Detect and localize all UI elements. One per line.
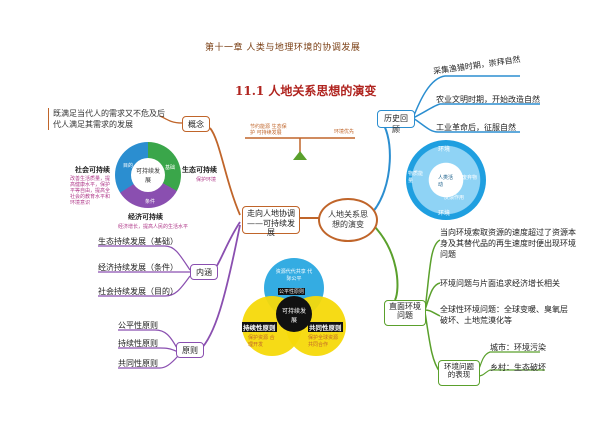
connotation-node: 内涵 (190, 264, 218, 280)
venn-left-label: 持续性原则 (242, 322, 277, 332)
wheel-social-note: 改善生活质量，提高健康水平，保护平等自由，提高全社会的教育水平和环境意识 (70, 176, 111, 206)
env-right: 废弃物 (462, 175, 478, 181)
issue-item-2: 环境问题与片面追求经济增长相关 (440, 279, 560, 288)
connotation-label: 内涵 (196, 268, 212, 277)
wheel-seg-condition: 条件 (145, 199, 156, 205)
concept-label: 概念 (188, 120, 204, 129)
history-node: 历史回顾 (377, 110, 415, 134)
issue-item-1: 当向环境索取资源的速度超过了资源本身及其替代品的再生速度时便出现环境问题 (440, 228, 576, 259)
venn-diagram: 可持续发展 资源代代共享 代际公平 公平性原则 持续性原则 保护资源 合理开发 … (238, 258, 350, 370)
manifest-urban: 城市：环境污染 (490, 343, 546, 352)
connotation-item-2: 经济持续发展（条件） (98, 263, 178, 272)
wheel-eco-label: 生态可持续 (182, 165, 217, 174)
wheel-seg-purpose: 目的 (123, 163, 134, 169)
center-node: 人地关系思想的演变 (318, 198, 378, 242)
history-label: 历史回顾 (384, 114, 408, 134)
wheel-eco-note: 保护环境 (196, 177, 217, 183)
concept-node: 概念 (182, 116, 210, 132)
env-top: 环境 (438, 146, 451, 153)
principle-item-1: 公平性原则 (118, 321, 158, 330)
sustain-label: 走向人地协调——可持续发展 (247, 209, 295, 238)
wheel-center: 可持续发展 (135, 168, 160, 184)
manifest-rural: 乡村：生态破坏 (490, 363, 546, 372)
balance-left: 节约能源 生态保护 可持续发展 (250, 124, 287, 136)
env-center: 人类活动 (438, 175, 454, 188)
venn-top-text: 资源代代共享 代际公平 (275, 269, 313, 282)
env-feedback: 反馈作用 (444, 195, 465, 201)
venn-center: 可持续发展 (281, 308, 306, 324)
balance-right: 环境优先 (334, 129, 355, 135)
env-left: 物质能量 (408, 171, 424, 184)
manifest-node: 环境问题的表现 (438, 360, 480, 386)
issues-node: 直面环境问题 (384, 300, 426, 326)
venn-left-text: 保护资源 合理开发 (248, 335, 275, 348)
sustainability-wheel: 可持续发展 目的 基础 条件 (115, 142, 181, 208)
principle-item-2: 持续性原则 (118, 339, 158, 348)
wheel-social-label: 社会可持续 (75, 165, 110, 174)
venn-right-text: 保护全球资源 共同合作 (308, 335, 339, 348)
center-node-label: 人地关系思想的演变 (328, 210, 368, 229)
manifest-label: 环境问题的表现 (444, 362, 474, 380)
environment-cycle: 环境 物质能量 人类活动 废弃物 反馈作用 环境 (406, 140, 486, 220)
wheel-seg-basis: 基础 (165, 165, 176, 171)
issues-label: 直面环境问题 (389, 302, 421, 320)
history-item-3: 工业革命后，征服自然 (436, 123, 516, 132)
connotation-item-3: 社会持续发展（目的） (98, 287, 178, 296)
issue-item-3: 全球性环境问题：全球变暖、臭氧层破坏、土地荒漠化等 (440, 305, 568, 325)
section-title: 11.1 人地关系思想的演变 (235, 84, 377, 98)
venn-right-label: 共同性原则 (308, 322, 343, 332)
connotation-item-1: 生态持续发展（基础） (98, 237, 178, 246)
chapter-title: 第十一章 人类与地理环境的协调发展 (205, 43, 361, 53)
concept-text: 既满足当代人的需求又不危及后代人满足其需求的发展 (48, 108, 165, 131)
venn-top-label: 公平性原则 (278, 288, 306, 295)
wheel-econ-note: 经济增长，提高人民的生活水平 (118, 224, 189, 230)
env-bottom: 环境 (438, 210, 451, 217)
wheel-econ-label: 经济可持续 (128, 212, 163, 221)
principles-node: 原则 (176, 342, 204, 358)
principles-label: 原则 (182, 346, 198, 355)
principle-item-3: 共同性原则 (118, 359, 158, 368)
history-item-2: 农业文明时期，开始改造自然 (436, 95, 540, 104)
sustain-node: 走向人地协调——可持续发展 (242, 206, 300, 238)
